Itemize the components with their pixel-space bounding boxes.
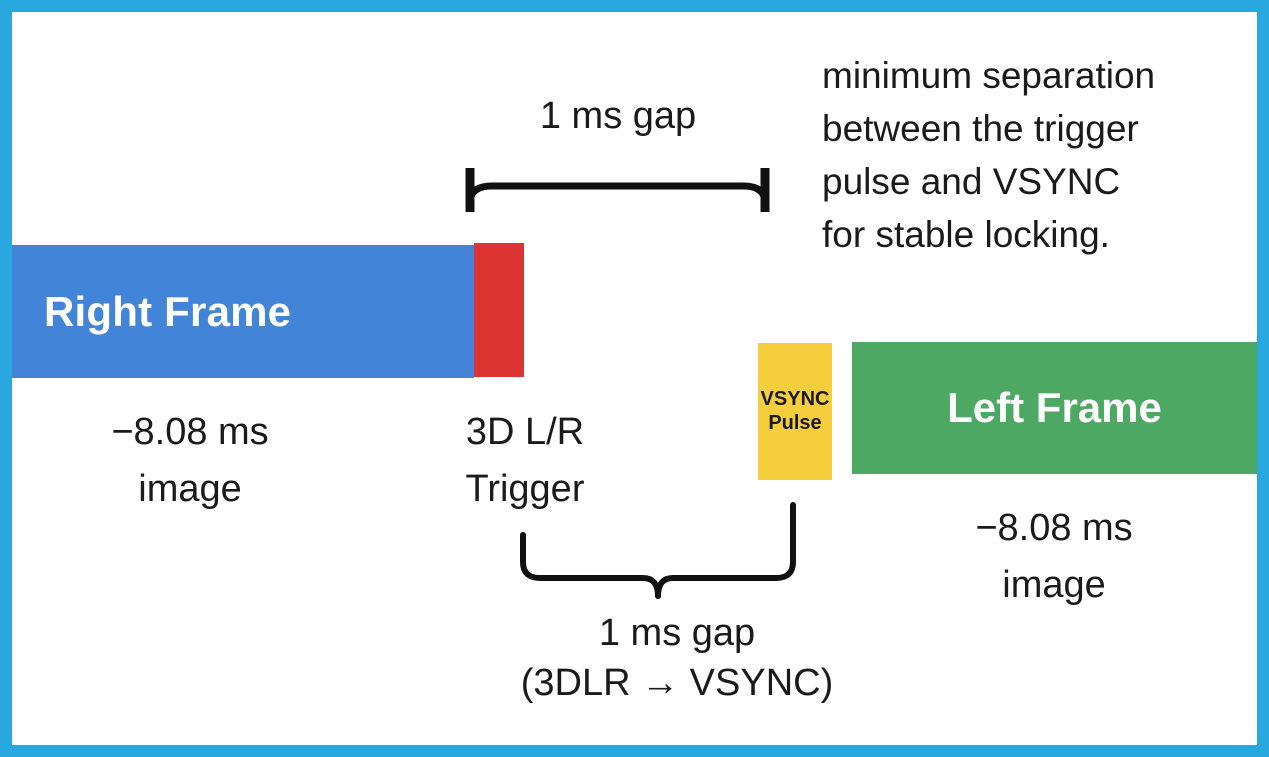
right-frame-caption: −8.08 ms image: [111, 411, 269, 510]
right-frame-label: Right Frame: [44, 287, 292, 335]
bottom-gap-brace: [520, 502, 796, 599]
border-left: [0, 0, 12, 757]
vsync-pulse-block: VSYNC Pulse: [758, 343, 832, 480]
vsync-pulse-label-line2: Pulse: [768, 411, 822, 434]
minimum-separation-note: minimum separation between the trigger p…: [822, 55, 1156, 255]
vsync-pulse-label-line1: VSYNC: [760, 387, 830, 410]
trigger-pulse-block: [474, 243, 524, 377]
trigger-pulse-caption: 3D L/R Trigger: [465, 411, 585, 510]
left-frame-caption: −8.08 ms image: [975, 507, 1133, 606]
border-right: [1257, 0, 1269, 757]
right-frame-block: Right Frame: [12, 245, 474, 378]
left-frame-label: Left Frame: [947, 384, 1162, 431]
border-top: [0, 0, 1269, 12]
top-gap-label: 1 ms gap: [539, 95, 697, 137]
top-gap-bracket: [465, 168, 770, 212]
bottom-gap-label: 1 ms gap (3DLR → VSYNC): [520, 612, 834, 705]
left-frame-block: Left Frame: [852, 342, 1257, 474]
border-bottom: [0, 745, 1269, 757]
